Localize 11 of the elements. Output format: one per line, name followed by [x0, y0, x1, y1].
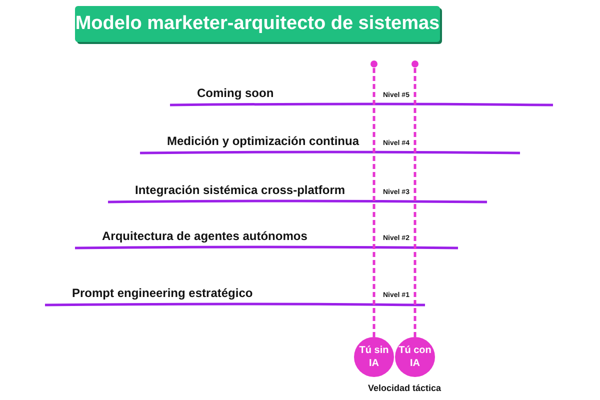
level-name: Prompt engineering estratégico — [72, 286, 253, 300]
level-name: Arquitectura de agentes autónomos — [102, 229, 308, 243]
title-banner: Modelo marketer-arquitecto de sistemas — [75, 6, 440, 42]
level-circle: Tú sin IA — [354, 337, 394, 377]
level-circle: Tú con IA — [395, 337, 435, 377]
level-name: Medición y optimización continua — [167, 134, 360, 148]
level-name: Coming soon — [197, 86, 274, 100]
dashed-line — [370, 60, 378, 337]
dashed-line — [412, 60, 418, 337]
level-name: Integración sistémica cross-platform — [135, 183, 346, 197]
axis-label: Velocidad táctica — [368, 383, 442, 393]
